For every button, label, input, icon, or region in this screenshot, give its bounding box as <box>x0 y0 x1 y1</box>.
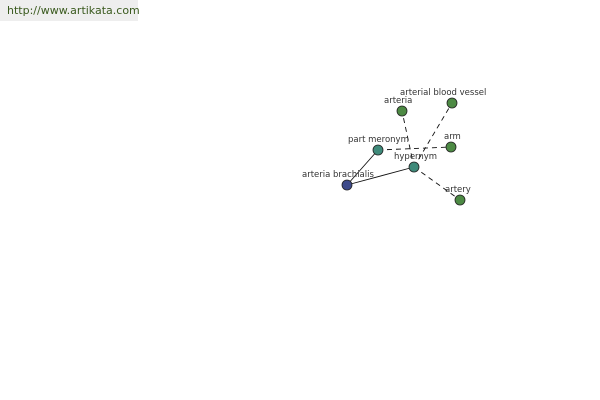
edge-hypernym-to-artery <box>413 166 461 201</box>
node-arterial-blood-vessel[interactable] <box>446 97 458 109</box>
node-part-meronym[interactable] <box>372 144 384 156</box>
label-part-meronym[interactable]: part meronym <box>348 135 409 145</box>
label-arteria[interactable]: arteria <box>384 96 412 106</box>
edge-part-meronym-to-arm <box>377 146 452 151</box>
edge-hypernym-to-arteria <box>401 110 415 168</box>
edge-hypernym-to-arterial-blood-vessel <box>413 102 453 168</box>
node-hypernym[interactable] <box>408 161 420 173</box>
site-url-label[interactable]: http://www.artikata.com <box>0 0 140 21</box>
edge-center-to-hypernym <box>346 166 415 186</box>
node-artery[interactable] <box>454 194 466 206</box>
label-arm[interactable]: arm <box>444 132 461 142</box>
node-arteria[interactable] <box>396 105 408 117</box>
node-arm[interactable] <box>445 141 457 153</box>
label-arterial-blood-vessel[interactable]: arterial blood vessel <box>400 88 486 98</box>
label-arteria-brachialis[interactable]: arteria brachialis <box>302 170 374 180</box>
node-arteria-brachialis[interactable] <box>341 179 353 191</box>
label-artery[interactable]: artery <box>445 185 471 195</box>
edge-center-to-part-meronym <box>346 149 379 186</box>
label-hypernym[interactable]: hypernym <box>394 152 437 162</box>
